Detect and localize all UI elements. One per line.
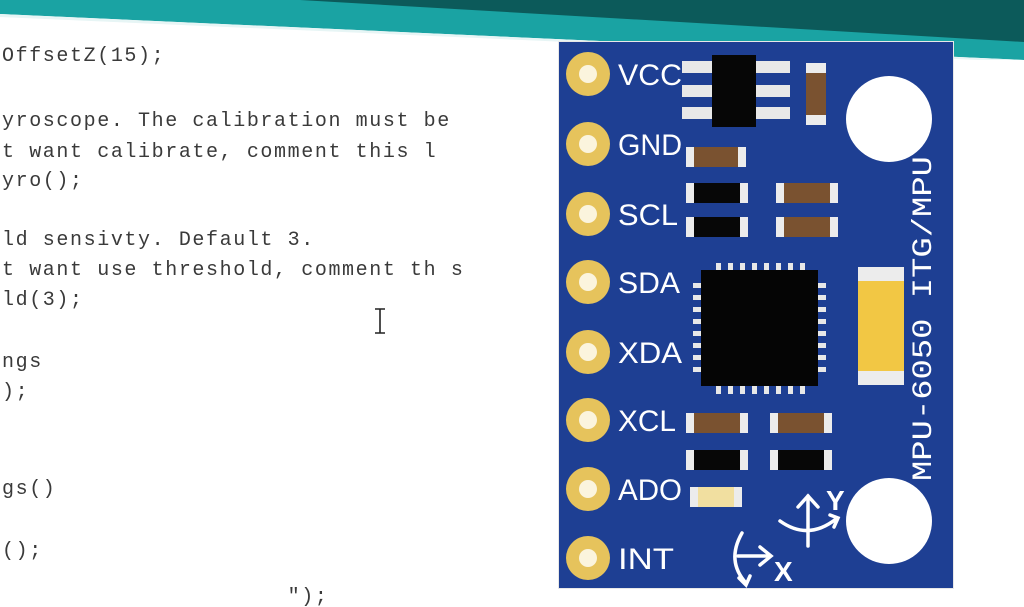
axis-x-label: X [774, 556, 793, 587]
pin-label-int: INT [618, 543, 674, 576]
code-line: ld sensivty. Default 3. [2, 229, 315, 252]
axis-y-label: Y [826, 485, 845, 516]
mounting-hole [846, 478, 932, 564]
code-line: ld(3); [2, 289, 84, 312]
model-label: MPU-6050 ITG/MPU [909, 156, 940, 481]
pin-label-scl: SCL [618, 199, 678, 232]
mounting-hole [846, 76, 932, 162]
pin-label-ado: ADO [618, 474, 682, 507]
code-line: (); [2, 540, 43, 563]
code-line: "); [2, 586, 329, 607]
pin-pads [566, 52, 610, 580]
pin-label-gnd: GND [618, 129, 682, 162]
pin-label-vcc: VCC [618, 59, 682, 92]
code-line: gs() [2, 478, 57, 501]
voltage-regulator [682, 55, 790, 127]
code-line: yroscope. The calibration must be [2, 110, 451, 133]
code-line: t want calibrate, comment this l [2, 141, 438, 164]
text-cursor-icon [375, 308, 385, 334]
capacitor [858, 267, 904, 385]
mpu6050-board: VCC GND SCL SDA XDA XCL ADO INT [558, 41, 954, 589]
pin-label-xcl: XCL [618, 405, 676, 438]
smd-components [686, 147, 838, 507]
code-line: t want use threshold, comment th s [2, 259, 465, 282]
code-line: ngs [2, 351, 43, 374]
resistor [806, 63, 826, 125]
code-line: OffsetZ(15); [2, 45, 166, 68]
axis-orientation-icon [733, 493, 841, 589]
pin-label-sda: SDA [618, 267, 680, 300]
code-line: yro(); [2, 170, 84, 193]
pin-label-xda: XDA [618, 337, 682, 370]
code-line: ); [2, 381, 30, 404]
mpu6050-chip [693, 263, 826, 394]
code-editor[interactable]: OffsetZ(15); yroscope. The calibration m… [0, 0, 560, 607]
